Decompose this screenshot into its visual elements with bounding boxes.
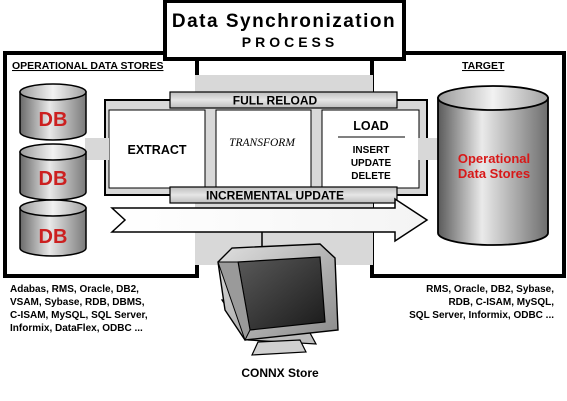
sources-list-line-1: Adabas, RMS, Oracle, DB2, bbox=[10, 284, 139, 295]
sources-list-line-4: Informix, DataFlex, ODBC ... bbox=[10, 323, 143, 334]
source-db-2: DB bbox=[19, 143, 87, 201]
load-op-delete: DELETE bbox=[351, 171, 391, 182]
target-list: RMS, Oracle, DB2, Sybase, RDB, C-ISAM, M… bbox=[409, 284, 554, 321]
load-label: LOAD bbox=[353, 119, 388, 133]
target-list-line-3: SQL Server, Informix, ODBC ... bbox=[409, 310, 554, 321]
monitor-icon bbox=[217, 243, 339, 356]
incremental-update-label: INCREMENTAL UPDATE bbox=[206, 189, 344, 203]
target-connector bbox=[418, 138, 440, 160]
flow-arrow bbox=[110, 197, 429, 243]
load-op-insert: INSERT bbox=[353, 145, 390, 156]
target-list-line-1: RMS, Oracle, DB2, Sybase, bbox=[426, 284, 554, 295]
sources-list: Adabas, RMS, Oracle, DB2, VSAM, Sybase, … bbox=[10, 284, 148, 334]
db-label-1: DB bbox=[39, 109, 68, 131]
target-store-line-1: Operational bbox=[458, 151, 530, 166]
diagram-subtitle: PROCESS bbox=[242, 34, 338, 50]
full-reload-label: FULL RELOAD bbox=[233, 94, 318, 108]
target-list-line-2: RDB, C-ISAM, MySQL, bbox=[448, 297, 554, 308]
source-db-1: DB bbox=[19, 83, 87, 141]
transform-label: TRANSFORM bbox=[229, 137, 296, 149]
db-label-3: DB bbox=[39, 226, 68, 248]
diagram-title: Data Synchronization bbox=[172, 11, 396, 32]
process-box bbox=[104, 99, 428, 196]
sources-list-line-2: VSAM, Sybase, RDB, DBMS, bbox=[10, 297, 145, 308]
load-op-update: UPDATE bbox=[351, 158, 392, 169]
full-reload-band: FULL RELOAD bbox=[169, 91, 398, 109]
db-label-2: DB bbox=[39, 168, 68, 190]
store-label: CONNX Store bbox=[241, 366, 319, 380]
target-store-line-2: Data Stores bbox=[458, 166, 530, 181]
sources-list-line-3: C-ISAM, MySQL, SQL Server, bbox=[10, 310, 148, 321]
db-connector-top bbox=[85, 138, 109, 160]
target-db: Operational Data Stores bbox=[437, 85, 549, 246]
sources-heading: OPERATIONAL DATA STORES bbox=[12, 60, 163, 72]
extract-label: EXTRACT bbox=[127, 143, 186, 157]
target-heading: TARGET bbox=[462, 60, 505, 72]
incremental-update-band: INCREMENTAL UPDATE bbox=[169, 186, 398, 204]
source-db-3: DB bbox=[19, 199, 87, 257]
